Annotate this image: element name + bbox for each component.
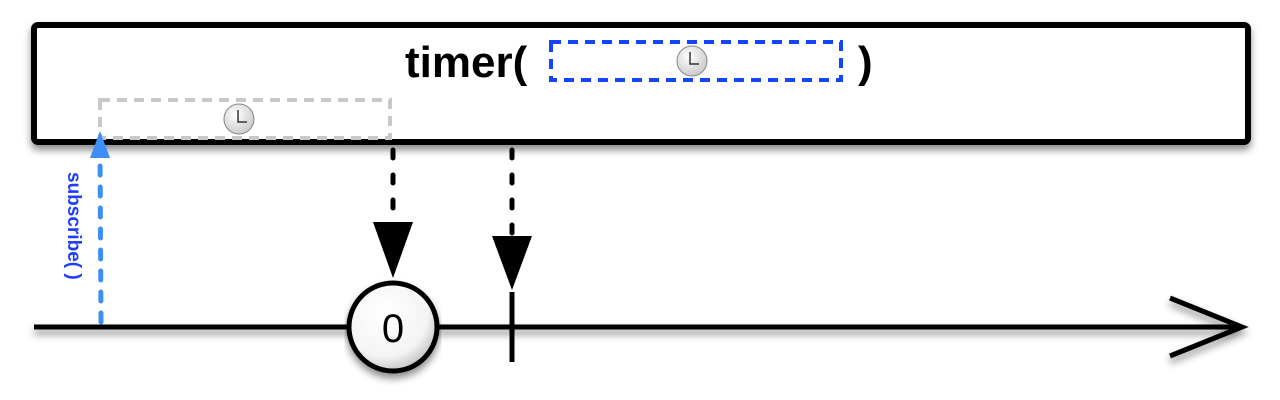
clock-icon — [223, 103, 255, 135]
param-box — [549, 40, 843, 82]
timeline — [34, 295, 1249, 359]
emission-arrow — [373, 147, 413, 278]
emission-marble — [346, 280, 440, 374]
operator-box — [31, 22, 1251, 145]
subscribe-arrow — [90, 131, 110, 325]
delay-box — [98, 98, 392, 140]
operator-name-close: ) — [858, 38, 873, 87]
subscribe-label: subscribe( ) — [63, 172, 84, 280]
emission-value: 0 — [382, 307, 404, 351]
clock-icon — [676, 45, 708, 77]
operator-name-open: timer( — [405, 38, 528, 87]
completion-arrow — [492, 147, 532, 290]
